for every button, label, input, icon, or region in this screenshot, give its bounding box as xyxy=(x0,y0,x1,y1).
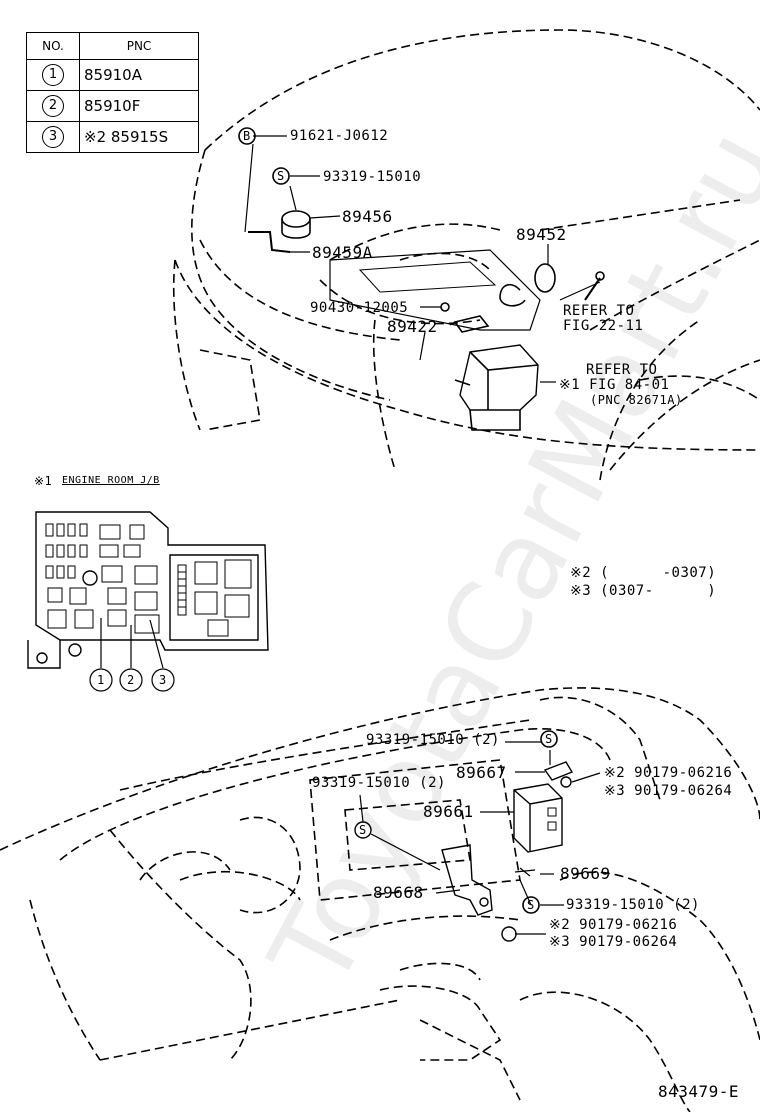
row-pnc: 85910A xyxy=(79,59,199,91)
refer1-line1: REFER TO xyxy=(563,303,635,319)
label-93319-a: 93319-15010 (2) xyxy=(366,732,500,748)
junction-block xyxy=(27,511,269,669)
label-89668: 89668 xyxy=(373,883,424,902)
engine-parts xyxy=(248,210,605,431)
row-number: 3 xyxy=(42,126,64,148)
table-header-no: NO. xyxy=(26,32,80,60)
label-89459a: 89459A xyxy=(312,243,373,262)
jb-leaders xyxy=(89,618,175,692)
label-89452: 89452 xyxy=(516,225,567,244)
note-2: ※2 ( -0307) xyxy=(570,565,717,581)
row-number: 1 xyxy=(42,64,64,86)
table-row: 3 ※2 85915S xyxy=(26,121,199,153)
screw-marker: S xyxy=(359,823,367,837)
refer1-line2: FIG 22-11 xyxy=(563,318,644,334)
engine-bay-outline xyxy=(172,29,760,481)
jb-title-mark: ※1 xyxy=(34,474,53,488)
table-header-pnc: PNC xyxy=(79,32,199,60)
label-89667: 89667 xyxy=(456,763,507,782)
screw-marker: S xyxy=(545,732,553,746)
engine-leaders xyxy=(244,135,601,383)
label-89422: 89422 xyxy=(387,317,438,336)
label-90179-a2: ※2 90179-06216 xyxy=(604,765,733,781)
jb-callout-2: 2 xyxy=(127,673,135,687)
label-89669: 89669 xyxy=(560,864,611,883)
label-93319: 93319-15010 xyxy=(323,169,422,185)
refer2-line2: ※1 FIG 84-01 xyxy=(559,377,670,393)
jb-callout-3: 3 xyxy=(159,673,167,687)
jb-title: ENGINE ROOM J/B xyxy=(62,475,160,486)
row-number: 2 xyxy=(42,95,64,117)
bolt-marker: B xyxy=(243,129,251,143)
engine-markers xyxy=(238,127,290,185)
dashboard-leaders xyxy=(359,741,601,935)
table-row: 2 85910F xyxy=(26,90,199,122)
label-90179-b2: ※2 90179-06216 xyxy=(549,917,678,933)
label-93319-b: 93319-15010 (2) xyxy=(312,775,446,791)
screw-marker: S xyxy=(277,169,285,183)
jb-callout-1: 1 xyxy=(97,673,105,687)
figure-code: 843479-E xyxy=(658,1082,740,1101)
row-pnc: 85910F xyxy=(79,90,199,122)
table-row: 1 85910A xyxy=(26,59,199,91)
label-90430: 90430-12005 xyxy=(310,300,409,316)
label-89661: 89661 xyxy=(423,802,474,821)
note-3: ※3 (0307- ) xyxy=(570,583,717,599)
dashboard-markers xyxy=(522,730,558,914)
label-89456: 89456 xyxy=(342,207,393,226)
pnc-table: NO. PNC 1 85910A 2 85910F 3 ※2 85915S xyxy=(26,32,199,153)
label-90179-a3: ※3 90179-06264 xyxy=(604,783,733,799)
row-pnc: ※2 85915S xyxy=(79,121,199,153)
refer2-line3: (PNC 82671A) xyxy=(590,393,683,407)
refer2-line1: REFER TO xyxy=(586,362,658,378)
screw-marker: S xyxy=(527,898,535,912)
label-91621: 91621-J0612 xyxy=(290,128,389,144)
label-93319-c: 93319-15010 (2) xyxy=(566,897,700,913)
label-90179-b3: ※3 90179-06264 xyxy=(549,934,678,950)
